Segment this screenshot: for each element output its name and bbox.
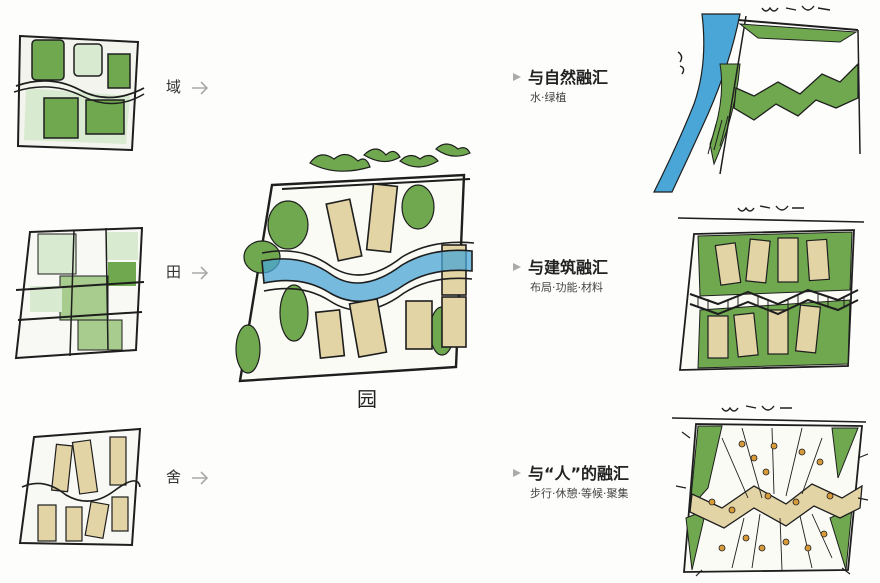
label-yuan: 园: [357, 387, 377, 411]
section-people-subtitle: 步行·休憩·等候·聚集: [530, 487, 629, 500]
arrow-right-icon: [191, 81, 209, 95]
section-nature-subtitle: 水·绿植: [530, 91, 567, 104]
sketch-yu: [13, 34, 145, 152]
arrow-right-icon: [191, 266, 209, 280]
sketch-nature: [653, 5, 861, 193]
triangle-bullet-icon: [512, 468, 522, 478]
sketch-tian: [14, 226, 145, 360]
section-people-title: 与“人”的融汇: [528, 464, 630, 483]
sketch-building: [677, 205, 865, 371]
section-nature-title: 与自然融汇: [528, 68, 609, 87]
sketch-yuan-masterplan: [235, 143, 475, 383]
label-tian: 田: [166, 263, 182, 281]
triangle-bullet-icon: [512, 262, 522, 272]
label-yu: 域: [166, 78, 182, 96]
section-building-subtitle: 布局·功能·材料: [530, 281, 603, 294]
label-she: 舍: [166, 468, 182, 486]
arrow-right-icon: [191, 471, 209, 485]
sketch-she: [18, 427, 142, 547]
sketch-people: [671, 405, 869, 577]
section-building-title: 与建筑融汇: [528, 258, 609, 277]
triangle-bullet-icon: [512, 72, 522, 82]
